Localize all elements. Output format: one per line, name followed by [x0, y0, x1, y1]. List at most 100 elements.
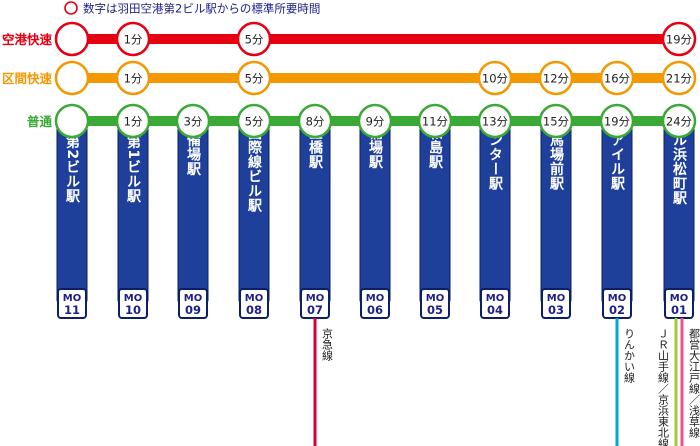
stop-circle: [599, 103, 635, 139]
stop-circle: [115, 21, 151, 57]
travel-time: 1分: [124, 115, 143, 129]
stop-circle: [661, 60, 697, 96]
stop-local-04: 13分: [477, 103, 513, 139]
stop-circle: [115, 103, 151, 139]
station-name: 羽田空港第2ビル駅: [64, 77, 80, 204]
stop-local-01: 24分: [661, 103, 697, 139]
stop-local-08: 5分: [236, 103, 272, 139]
travel-time: 15分: [543, 115, 570, 129]
legend: 数字は羽田空港第2ビル駅からの標準所要時間: [64, 1, 320, 16]
time-circles: 1分 5分 19分 1分 5分 10分 12分 16分 21分 1分 3分 5分 8分 9分 11分 13分 1…: [54, 21, 697, 139]
service-label-express: 空港快速: [2, 32, 53, 47]
station-code-number: 04: [487, 303, 503, 317]
stop-local-07: 8分: [297, 103, 333, 139]
stop-circle: [538, 103, 574, 139]
station-code-prefix: MO: [306, 293, 324, 304]
legend-text: 数字は羽田空港第2ビル駅からの標準所要時間: [83, 2, 320, 16]
transfer-label: 京急線: [321, 327, 334, 361]
station-code-number: 01: [671, 303, 687, 317]
travel-time: 1分: [124, 33, 143, 47]
travel-time: 3分: [184, 115, 203, 129]
station-code-prefix: MO: [486, 293, 504, 304]
station-code-prefix: MO: [670, 293, 688, 304]
travel-time: 11分: [422, 115, 449, 129]
station-code-box: [360, 288, 390, 319]
travel-time: 1分: [124, 72, 143, 86]
station-code-number: 08: [246, 303, 262, 317]
stop-circle: [599, 60, 635, 96]
station-code-number: 03: [548, 303, 564, 317]
station-code-number: 10: [125, 303, 141, 317]
stop-express-01: 19分: [661, 21, 697, 57]
stop-circle: [54, 21, 90, 57]
stop-circle: [538, 60, 574, 96]
stop-local-09: 3分: [175, 103, 211, 139]
travel-time: 9分: [366, 115, 385, 129]
stop-circle: [54, 60, 90, 96]
stop-section-02: 16分: [599, 60, 635, 96]
station-code-box: [420, 288, 450, 319]
stop-express-08: 5分: [236, 21, 272, 57]
travel-time: 8分: [306, 115, 325, 129]
transfer-lines: 京急線 りんかい線 ＪＲ山手線／京浜東北線 都営大江戸線／浅草線: [313, 318, 700, 446]
stop-circle: [236, 103, 272, 139]
stop-circle: [115, 60, 151, 96]
station-code-box: [480, 288, 510, 319]
stop-local-10: 1分: [115, 103, 151, 139]
travel-time: 5分: [245, 115, 264, 129]
stop-circle: [297, 103, 333, 139]
station-code-box: [664, 288, 694, 319]
travel-time: 5分: [245, 33, 264, 47]
stop-local-11: [54, 103, 90, 139]
legend-circle-icon: [64, 1, 78, 15]
stop-local-06: 9分: [357, 103, 393, 139]
transfer-label: ＪＲ山手線／京浜東北線: [657, 328, 670, 446]
station-code-prefix: MO: [63, 293, 81, 304]
service-label-section: 区間快速: [2, 71, 53, 86]
stop-express-10: 1分: [115, 21, 151, 57]
travel-time: 12分: [543, 72, 570, 86]
station-code-prefix: MO: [426, 293, 444, 304]
station-name: 羽田空港国際線ビル駅: [246, 68, 262, 214]
stop-local-02: 19分: [599, 103, 635, 139]
station-code-number: 02: [609, 303, 625, 317]
travel-time: 5分: [245, 72, 264, 86]
transfer-label: 都営大江戸線／浅草線: [688, 328, 700, 438]
travel-time: 19分: [666, 33, 693, 47]
stop-circle: [477, 60, 513, 96]
station-code-number: 11: [64, 303, 80, 317]
station-code-box: [178, 288, 208, 319]
travel-time: 24分: [666, 115, 693, 129]
stop-circle: [477, 103, 513, 139]
station-code-prefix: MO: [547, 293, 565, 304]
stop-circle: [175, 103, 211, 139]
stop-circle: [236, 60, 272, 96]
station-code-number: 09: [185, 303, 201, 317]
stop-circle: [357, 103, 393, 139]
station-code-box: [541, 288, 571, 319]
station-code-box: [118, 288, 148, 319]
stop-circle: [236, 21, 272, 57]
stop-section-08: 5分: [236, 60, 272, 96]
stop-section-01: 21分: [661, 60, 697, 96]
transfer-label: りんかい線: [623, 328, 636, 383]
stop-circle: [54, 103, 90, 139]
station-code-box: [239, 288, 269, 319]
station-code-prefix: MO: [245, 293, 263, 304]
stop-circle: [661, 21, 697, 57]
station-code-prefix: MO: [608, 293, 626, 304]
stop-section-11: [54, 60, 90, 96]
travel-time: 19分: [604, 115, 631, 129]
stop-circle: [417, 103, 453, 139]
travel-time: 21分: [666, 72, 693, 86]
station-code-prefix: MO: [366, 293, 384, 304]
travel-time: 10分: [482, 72, 509, 86]
travel-time: 16分: [604, 72, 631, 86]
